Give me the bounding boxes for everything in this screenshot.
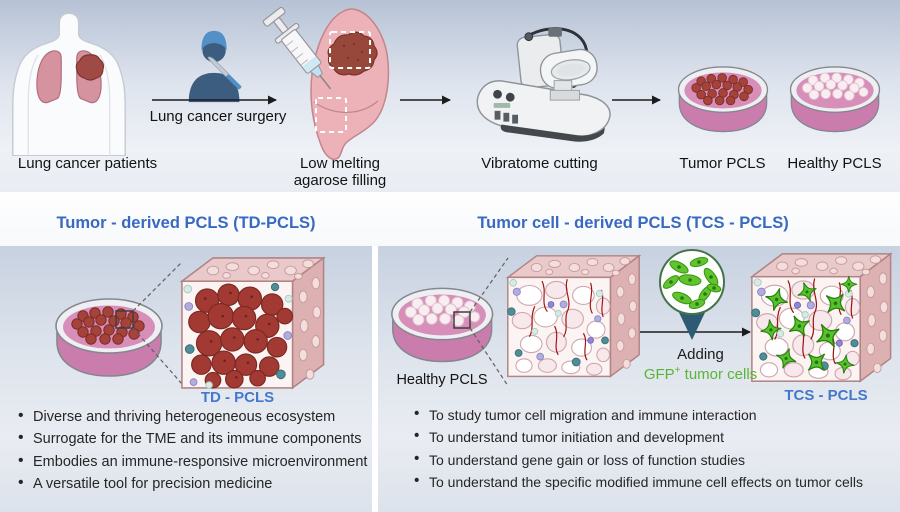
gfp-cells-funnel-icon [659,249,725,341]
workflow-band: Lung cancer patients Lung cancer surgery [0,0,900,192]
adding-gfp-label: Adding GFP+ tumor cells [618,347,783,383]
agarose-label: Low melting agarose filling [293,155,387,189]
section-title-band: Tumor - derived PCLS (TD-PCLS) Tumor cel… [0,192,900,246]
list-item: To understand gene gain or loss of funct… [412,448,898,471]
surgeon-icon [188,30,242,103]
td-panel-title: Tumor - derived PCLS (TD-PCLS) [56,214,316,232]
list-item: To understand tumor initiation and devel… [412,425,898,448]
healthy-pcls-label: Healthy PCLS [787,155,882,172]
list-item: Diverse and thriving heterogeneous ecosy… [16,405,368,428]
td-pcls-illustration [55,256,350,392]
td-panel: TD - PCLS Diverse and thriving heterogen… [0,246,372,512]
patients-label: Lung cancer patients [17,155,158,172]
surgery-label: Lung cancer surgery [149,108,287,125]
vibratome-label: Vibratome cutting [481,155,598,172]
tcs-pcls-slice-label: TCS - PCLS [784,387,868,404]
list-item: A versatile tool for precision medicine [16,472,368,495]
vibratome-illustration [476,27,611,142]
petri-dish-healthy-icon [391,287,494,363]
tumor-pcls-label: Tumor PCLS [679,155,766,172]
list-item: To study tumor cell migration and immune… [412,403,898,426]
arrow-icon [612,95,661,105]
petri-dish-healthy-icon [789,66,881,133]
tcs-panel: Healthy PCLS Adding GFP+ tumor cells TCS… [378,246,900,512]
tcs-bullet-list: To study tumor cell migration and immune… [412,403,898,493]
arrow-icon [400,95,451,105]
gfp-tumor-cells-label: GFP+ tumor cells [643,365,758,383]
list-item: Embodies an immune-responsive microenvir… [16,450,368,473]
td-pcls-slice-label: TD - PCLS [200,389,275,406]
syringe-icon [262,6,332,90]
arrow-icon [152,95,277,105]
tcs-pcls-illustration [391,249,896,387]
zoom-box [453,311,471,329]
agarose-filling-lung-illustration [262,6,390,160]
patient-torso-illustration [12,12,126,156]
list-item: Surrogate for the TME and its immune com… [16,427,368,450]
td-cube-illustration [182,258,324,388]
healthy-pcls-label: Healthy PCLS [396,372,488,388]
td-bullet-list: Diverse and thriving heterogeneous ecosy… [16,405,368,496]
petri-dish-tumor-icon [677,66,769,133]
zoom-box [115,310,134,329]
tcs-panel-title: Tumor cell - derived PCLS (TCS - PCLS) [477,214,789,232]
list-item: To understand the specific modified immu… [412,470,898,493]
petri-dish-tumor-icon [55,298,163,377]
